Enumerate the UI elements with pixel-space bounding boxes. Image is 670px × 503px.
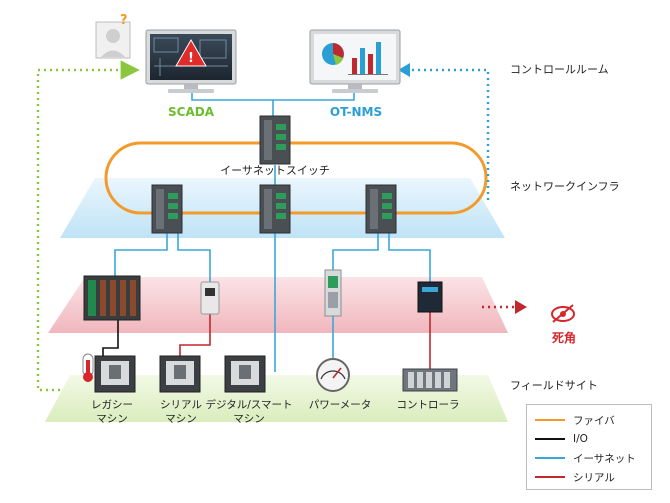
- digital-machine-label-1: デジタル/スマート: [205, 398, 292, 411]
- controller-rack: [402, 368, 458, 392]
- power-meter-label: パワーメータ: [309, 399, 372, 411]
- zone-label-field-site: フィールドサイト: [510, 379, 598, 392]
- dotted-link-blue-arrow: [398, 63, 410, 77]
- serial-gateway-device: [200, 281, 220, 315]
- digital-machine-label-2: マシン: [233, 413, 265, 425]
- legend-item-io: I/O: [535, 432, 588, 446]
- scada-label: SCADA: [168, 105, 215, 119]
- scada-monitor: !: [145, 29, 237, 93]
- svg-text:?: ?: [120, 13, 128, 28]
- legend-swatch-serial: [535, 476, 565, 478]
- dotted-link-red-arrow: [515, 300, 527, 314]
- io-gateway-device: [324, 269, 342, 317]
- plc-device: [83, 275, 141, 321]
- legend-item-ethernet: イーサネット: [535, 451, 636, 465]
- ethernet-links: [114, 88, 431, 372]
- legacy-machine-label-2: マシン: [96, 413, 128, 425]
- zone-label-network-infra: ネットワークインフラ: [510, 180, 620, 193]
- legend-swatch-io: [535, 438, 565, 440]
- field-equipment-band: [48, 277, 508, 333]
- otnms-monitor: [309, 29, 401, 93]
- legacy-machine-label-1: レガシー: [91, 399, 133, 411]
- legend-swatch-ethernet: [535, 457, 565, 459]
- legend-label-ethernet: イーサネット: [573, 452, 636, 465]
- dotted-link-blue: [410, 68, 490, 200]
- operator-icon: ?: [95, 13, 131, 59]
- fiber-ring: [104, 141, 488, 215]
- ethernet-switch-label: イーサネットスイッチ: [220, 164, 330, 177]
- legend-label-io: I/O: [573, 433, 588, 445]
- serial-machine: [159, 355, 201, 393]
- ethernet-switch-core: [259, 115, 291, 165]
- thermometer-icon: [82, 353, 94, 382]
- legend-item-fiber: ファイバ: [535, 413, 615, 427]
- dotted-link-green: [36, 60, 140, 392]
- serial-machine-label-1: シリアル: [160, 399, 202, 411]
- legend: ファイバ I/O イーサネット シリアル: [526, 404, 652, 490]
- serial-machine-label-2: マシン: [165, 413, 197, 425]
- serial-server-device: [417, 281, 443, 313]
- blind-spot-label: 死角: [552, 330, 576, 345]
- legend-label-serial: シリアル: [573, 471, 615, 484]
- ethernet-switch-left: [151, 184, 183, 234]
- controller-label: コントローラ: [397, 399, 460, 411]
- zone-label-control-room: コントロールルーム: [510, 63, 609, 76]
- digital-smart-machine: [224, 355, 266, 393]
- ethernet-switch-right: [365, 184, 397, 234]
- otnms-label: OT-NMS: [330, 105, 382, 119]
- legend-label-fiber: ファイバ: [573, 414, 615, 427]
- legend-item-serial: シリアル: [535, 470, 615, 484]
- power-meter-gauge-icon: [316, 358, 350, 392]
- legacy-machine: [94, 355, 136, 393]
- ethernet-switch-center: [259, 184, 291, 234]
- legend-swatch-fiber: [535, 419, 565, 421]
- svg-text:!: !: [188, 51, 194, 66]
- eye-slash-icon: [551, 304, 575, 323]
- io-link: [102, 320, 119, 356]
- serial-links: [179, 312, 431, 370]
